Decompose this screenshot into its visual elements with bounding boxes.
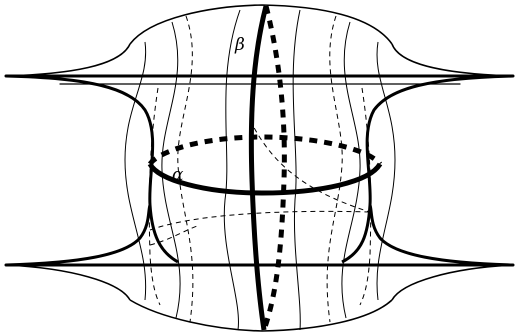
neck-contours: [6, 76, 513, 265]
label-beta: β: [234, 35, 245, 55]
right-top-flare: [392, 44, 513, 76]
left-neck-lower: [6, 205, 150, 265]
left-top-flare: [6, 44, 130, 76]
hidden-right-1: [327, 16, 342, 322]
hidden-diagonal: [250, 120, 370, 212]
alpha-front: [150, 164, 380, 193]
right-neck-lower: [370, 205, 513, 265]
curve-beta: [251, 6, 284, 330]
right-bottom-flare: [392, 265, 513, 300]
meridian-center-thin: [224, 10, 240, 330]
sheet-edges: [6, 76, 513, 265]
beta-back: [264, 6, 284, 330]
meridian-right-2: [342, 22, 360, 318]
meridian-center-thin-2: [293, 10, 300, 330]
label-alpha: α: [172, 165, 184, 185]
left-bottom-flare: [6, 265, 130, 300]
hidden-lower-arc: [150, 211, 370, 230]
meridian-right-1: [377, 42, 395, 300]
right-neck-contour: [342, 76, 513, 262]
alpha-back: [150, 137, 380, 164]
meridian-left-1: [125, 42, 146, 300]
beta-front: [251, 6, 266, 330]
